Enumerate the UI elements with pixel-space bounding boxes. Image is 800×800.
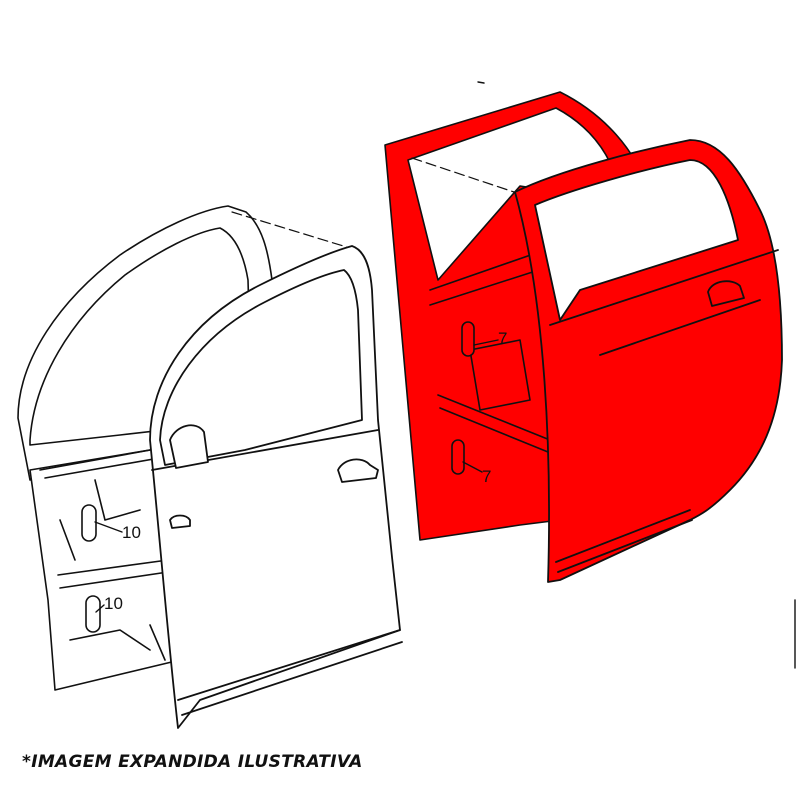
rear-inner-bracket-1 — [461, 321, 475, 357]
front-dash-guide — [231, 211, 351, 249]
front-door-handle — [337, 458, 379, 483]
front-callouts: 10 10 — [94, 521, 141, 613]
front-inner-bracket-1 — [81, 504, 97, 542]
rear-inner-rail — [429, 249, 551, 453]
front-handle-cap — [169, 514, 191, 529]
front-inner-bracket-2 — [85, 595, 101, 633]
rear-door-handle — [707, 280, 745, 307]
rear-dash-guide — [411, 157, 515, 193]
rear-callout-lower: 7 — [482, 467, 491, 486]
rear-callout-leader-lower — [462, 461, 483, 473]
rear-door-crease — [599, 299, 761, 356]
rear-callout-leader-upper — [473, 339, 499, 346]
front-callout-lower: 10 — [104, 594, 123, 613]
illustrative-image-note: *IMAGEM EXPANDIDA ILUSTRATIVA — [22, 752, 363, 772]
front-callout-leader-lower — [95, 604, 105, 613]
front-callout-leader-upper — [94, 521, 123, 533]
front-door-bottom-trim — [177, 629, 403, 716]
rear-callouts: 7 7 — [462, 329, 507, 486]
rear-inner-bracket-2 — [451, 439, 465, 475]
front-window-opening — [159, 269, 363, 466]
front-inner-details — [59, 439, 231, 651]
front-mirror-mount — [169, 424, 209, 469]
top-mark — [477, 81, 485, 84]
rear-door-belt-line — [549, 249, 779, 326]
rear-door-bottom-trim — [555, 509, 693, 573]
front-door-outer — [149, 245, 403, 729]
rear-door-outer — [514, 139, 783, 583]
front-callout-upper: 10 — [122, 523, 141, 542]
rear-callout-upper: 7 — [498, 329, 507, 348]
rear-window-opening — [534, 159, 739, 321]
